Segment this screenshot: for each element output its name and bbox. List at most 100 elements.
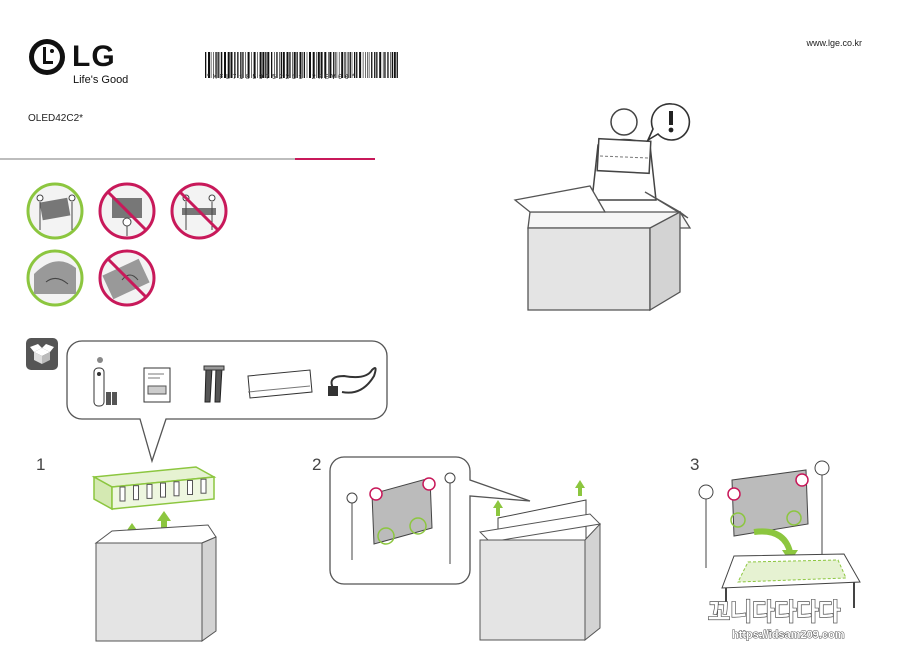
- brand-name: LG: [72, 40, 116, 73]
- barcode-bar: [224, 52, 226, 78]
- stand-legs-icon: [203, 365, 225, 403]
- barcode-bar: [251, 52, 252, 78]
- barcode-bar: [374, 52, 376, 78]
- step-2-number: 2: [312, 455, 322, 474]
- barcode-bar: [338, 52, 340, 78]
- barcode-bar: [210, 52, 212, 78]
- watermark-title: 꼬니다다다다: [708, 598, 840, 626]
- barcode-bar: [351, 52, 353, 78]
- barcode-bar: [390, 52, 391, 78]
- barcode-bar: [376, 52, 378, 78]
- barcode-bar: [286, 52, 289, 78]
- barcode-bar: [379, 52, 382, 78]
- barcode-bar: [292, 52, 293, 78]
- barcode-bar: [317, 52, 320, 78]
- barcode-bar: [217, 52, 219, 78]
- ok-two-person-carry-icon: [26, 182, 84, 240]
- barcode-bar: [324, 52, 327, 78]
- barcode-bar: [289, 52, 291, 78]
- watermark-url: https://idsam209.com: [732, 629, 845, 641]
- barcode-bar: [262, 52, 265, 78]
- divider-accent: [295, 158, 375, 160]
- barcode-bar: [265, 52, 267, 78]
- foam-slot: [119, 486, 126, 502]
- barcode-bar: [356, 52, 358, 78]
- lg-logo-icon: [29, 39, 65, 75]
- exclamation-bubble-icon: [646, 103, 691, 143]
- barcode-bar: [208, 52, 210, 78]
- barcode-bar: [349, 52, 351, 78]
- barcode-bar: [393, 52, 396, 78]
- barcode-bar: [257, 52, 258, 78]
- unpack-box-icon: [26, 338, 58, 370]
- no-hold-screen-icon: [98, 182, 156, 240]
- barcode-bar: [341, 52, 344, 78]
- no-press-screen-icon: [98, 249, 156, 307]
- barcode-bar: [267, 52, 270, 78]
- barcode-bar: [240, 52, 242, 78]
- barcode-bar: [336, 52, 338, 78]
- barcode-bar: [234, 52, 236, 78]
- model-number: OLED42C2*: [28, 113, 84, 124]
- barcode-bar: [365, 52, 366, 78]
- barcode-bar: [259, 52, 262, 78]
- barcode-bar: [280, 52, 282, 78]
- step-2-illustration: [329, 456, 602, 642]
- barcode-bar: [354, 52, 356, 78]
- accessories-bubble: [66, 340, 388, 464]
- barcode-bar: [359, 52, 362, 78]
- foam-slot: [146, 483, 153, 499]
- barcode-bar: [205, 52, 207, 78]
- barcode-bar: [237, 52, 239, 78]
- barcode-bar: [312, 52, 315, 78]
- barcode-bar: [296, 52, 298, 78]
- barcode-bar: [367, 52, 368, 78]
- step-1-number: 1: [36, 455, 46, 474]
- barcode-bar: [213, 52, 214, 78]
- step-3-number: 3: [690, 455, 700, 474]
- barcode-bar: [215, 52, 217, 78]
- foam-slot: [160, 482, 166, 498]
- foam-slot: [187, 480, 193, 495]
- barcode-bar: [279, 52, 280, 78]
- barcode-bar: [371, 52, 373, 78]
- barcode-bar: [344, 52, 345, 78]
- barcode-bar: [247, 52, 250, 78]
- barcode-bar: [368, 52, 370, 78]
- barcode-bar: [346, 52, 348, 78]
- foam-slot: [200, 478, 207, 494]
- stand-bracket-icon: [247, 369, 313, 399]
- barcode-bar: [227, 52, 230, 78]
- foam-slot: [173, 481, 180, 497]
- barcode-bar: [329, 52, 332, 78]
- barcode-bar: [391, 52, 393, 78]
- power-cable-icon: [328, 367, 377, 396]
- barcode-bar: [320, 52, 323, 78]
- barcode-bar: [299, 52, 302, 78]
- manual-booklet-icon: [143, 367, 171, 403]
- brand-tagline: Life's Good: [73, 74, 129, 86]
- barcode-bar: [230, 52, 233, 78]
- barcode-bar: [276, 52, 278, 78]
- barcode-bar: [396, 52, 398, 78]
- barcode-bar: [306, 52, 308, 78]
- unbox-warning-illustration: [513, 103, 692, 312]
- barcode: [205, 52, 398, 78]
- barcode-bar: [253, 52, 256, 78]
- barcode-bar: [335, 52, 336, 78]
- handling-guide: [26, 182, 228, 307]
- barcode-bar: [221, 52, 223, 78]
- barcode-bar: [293, 52, 296, 78]
- barcode-bar: [345, 52, 346, 78]
- step-1-illustration: [91, 466, 217, 642]
- step-3-illustration: [698, 460, 861, 614]
- site-watermark: 꼬니다다다다 https://idsam209.com: [707, 597, 845, 641]
- barcode-bar: [302, 52, 303, 78]
- barcode-bar: [271, 52, 273, 78]
- no-flat-carry-icon: [170, 182, 228, 240]
- barcode-bar: [328, 52, 329, 78]
- barcode-bar: [384, 52, 386, 78]
- barcode-text: *MFL71859752211 2REV00*: [206, 74, 358, 82]
- barcode-bar: [362, 52, 364, 78]
- remote-control-icon: [93, 357, 117, 407]
